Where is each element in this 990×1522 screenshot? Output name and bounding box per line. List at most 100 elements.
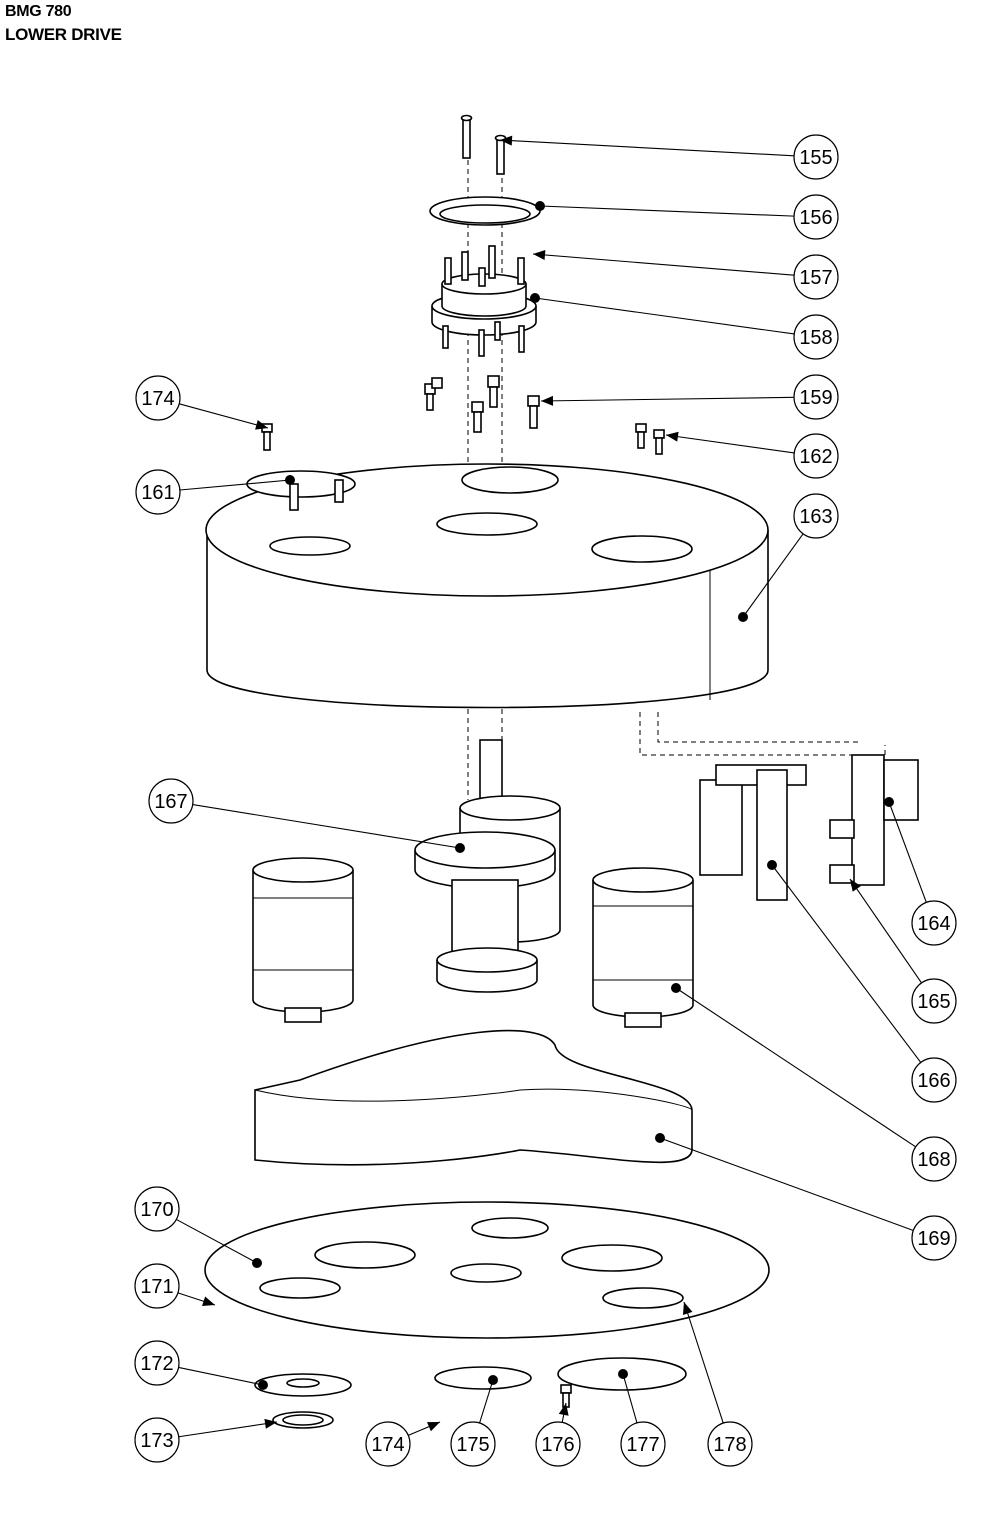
leader-line-178 [683,1301,724,1424]
callout-174: 174 [135,375,269,430]
housing-163 [205,463,769,709]
leader-line-165 [849,878,922,984]
callout-165: 165 [849,878,957,1024]
callout-169: 169 [655,1133,957,1261]
seal-173 [272,1411,334,1429]
leader-line-158 [534,297,795,335]
plate-175 [434,1366,532,1390]
leader-arrow-174 [427,1422,440,1432]
leader-dot-170 [252,1258,262,1268]
screws-162 [635,423,665,455]
leader-arrow-159 [541,395,554,406]
leader-line-166 [771,864,922,1063]
callout-number-156: 156 [799,207,832,229]
leader-dot-172 [258,1380,268,1390]
belt-cover-169 [254,1029,693,1166]
callout-number-177: 177 [626,1434,659,1456]
callout-157: 157 [532,249,839,300]
callout-bubble-158 [793,314,839,360]
hub-158 [431,245,537,357]
leader-arrow-171 [202,1296,215,1307]
leader-dot-175 [488,1375,498,1385]
callout-bubble-175 [450,1421,496,1467]
leader-line-172 [178,1366,264,1386]
callout-161: 161 [135,469,295,515]
callout-bubble-166 [911,1057,957,1103]
callout-bubble-174 [365,1421,411,1467]
callout-number-175: 175 [456,1434,489,1456]
leader-line-162 [665,434,795,454]
section-title: LOWER DRIVE [5,25,122,44]
screws-159 [424,375,540,433]
leader-dot-177 [618,1369,628,1379]
callout-bubble-169 [911,1215,957,1261]
motor-right-168 [592,867,694,1028]
callout-158: 158 [530,293,839,360]
callout-number-165: 165 [917,991,950,1013]
link-guide-b [657,712,860,743]
base-plate-170 [204,1201,770,1339]
link-guide-a [639,712,886,756]
leader-line-155 [499,139,795,157]
callout-177: 177 [618,1369,666,1467]
callout-171: 171 [134,1263,216,1309]
callout-bubble-156 [793,194,839,240]
callout-number-161: 161 [141,482,174,504]
callout-176: 176 [535,1402,581,1467]
callout-number-176: 176 [541,1434,574,1456]
callout-bubble-172 [134,1340,180,1386]
callout-bubble-159 [793,374,839,420]
callout-173: 173 [134,1417,278,1463]
callout-175: 175 [450,1375,498,1467]
leader-line-177 [622,1373,638,1423]
seal-ring-156 [429,196,541,226]
leader-dot-164 [884,797,894,807]
callout-bubble-155 [793,134,839,180]
callout-bubble-178 [707,1421,753,1467]
callout-number-159: 159 [799,387,832,409]
leader-dot-158 [530,293,540,303]
callout-number-166: 166 [917,1070,950,1092]
leader-arrow-165 [850,879,861,892]
callout-number-173: 173 [140,1430,173,1452]
callout-layer: 1551561571581591621631741611671641651661… [134,134,957,1467]
leader-dot-167 [455,843,465,853]
callout-159: 159 [540,374,839,420]
leader-line-163 [742,533,804,618]
callout-bubble-161 [135,469,181,515]
leader-line-167 [192,803,461,849]
leader-arrow-176 [558,1403,569,1416]
leader-line-157 [532,253,795,276]
callout-168: 168 [671,983,957,1182]
leader-line-173 [178,1421,278,1438]
bracket-166 [699,764,807,901]
central-drive-167 [414,739,561,993]
callout-164: 164 [884,797,957,946]
leader-dot-156 [535,201,545,211]
leader-arrow-174 [255,420,268,430]
callout-number-164: 164 [917,913,950,935]
callout-174: 174 [365,1421,441,1467]
callout-156: 156 [535,194,839,240]
flange-172 [254,1373,352,1397]
callout-number-170: 170 [140,1199,173,1221]
leader-dot-166 [767,860,777,870]
callout-163: 163 [738,493,839,622]
callout-number-169: 169 [917,1228,950,1250]
callout-bubble-167 [148,778,194,824]
callout-170: 170 [134,1186,262,1268]
callout-number-162: 162 [799,446,832,468]
callout-167: 167 [148,778,465,853]
callout-number-168: 168 [917,1149,950,1171]
callout-number-172: 172 [140,1353,173,1375]
callout-bubble-174 [135,375,181,421]
callout-bubble-176 [535,1421,581,1467]
leader-arrow-173 [264,1418,277,1429]
leader-line-170 [176,1218,258,1264]
callout-bubble-165 [911,978,957,1024]
leader-line-156 [539,205,795,217]
callout-172: 172 [134,1340,268,1390]
callout-bubble-157 [793,254,839,300]
callout-bubble-163 [793,493,839,539]
